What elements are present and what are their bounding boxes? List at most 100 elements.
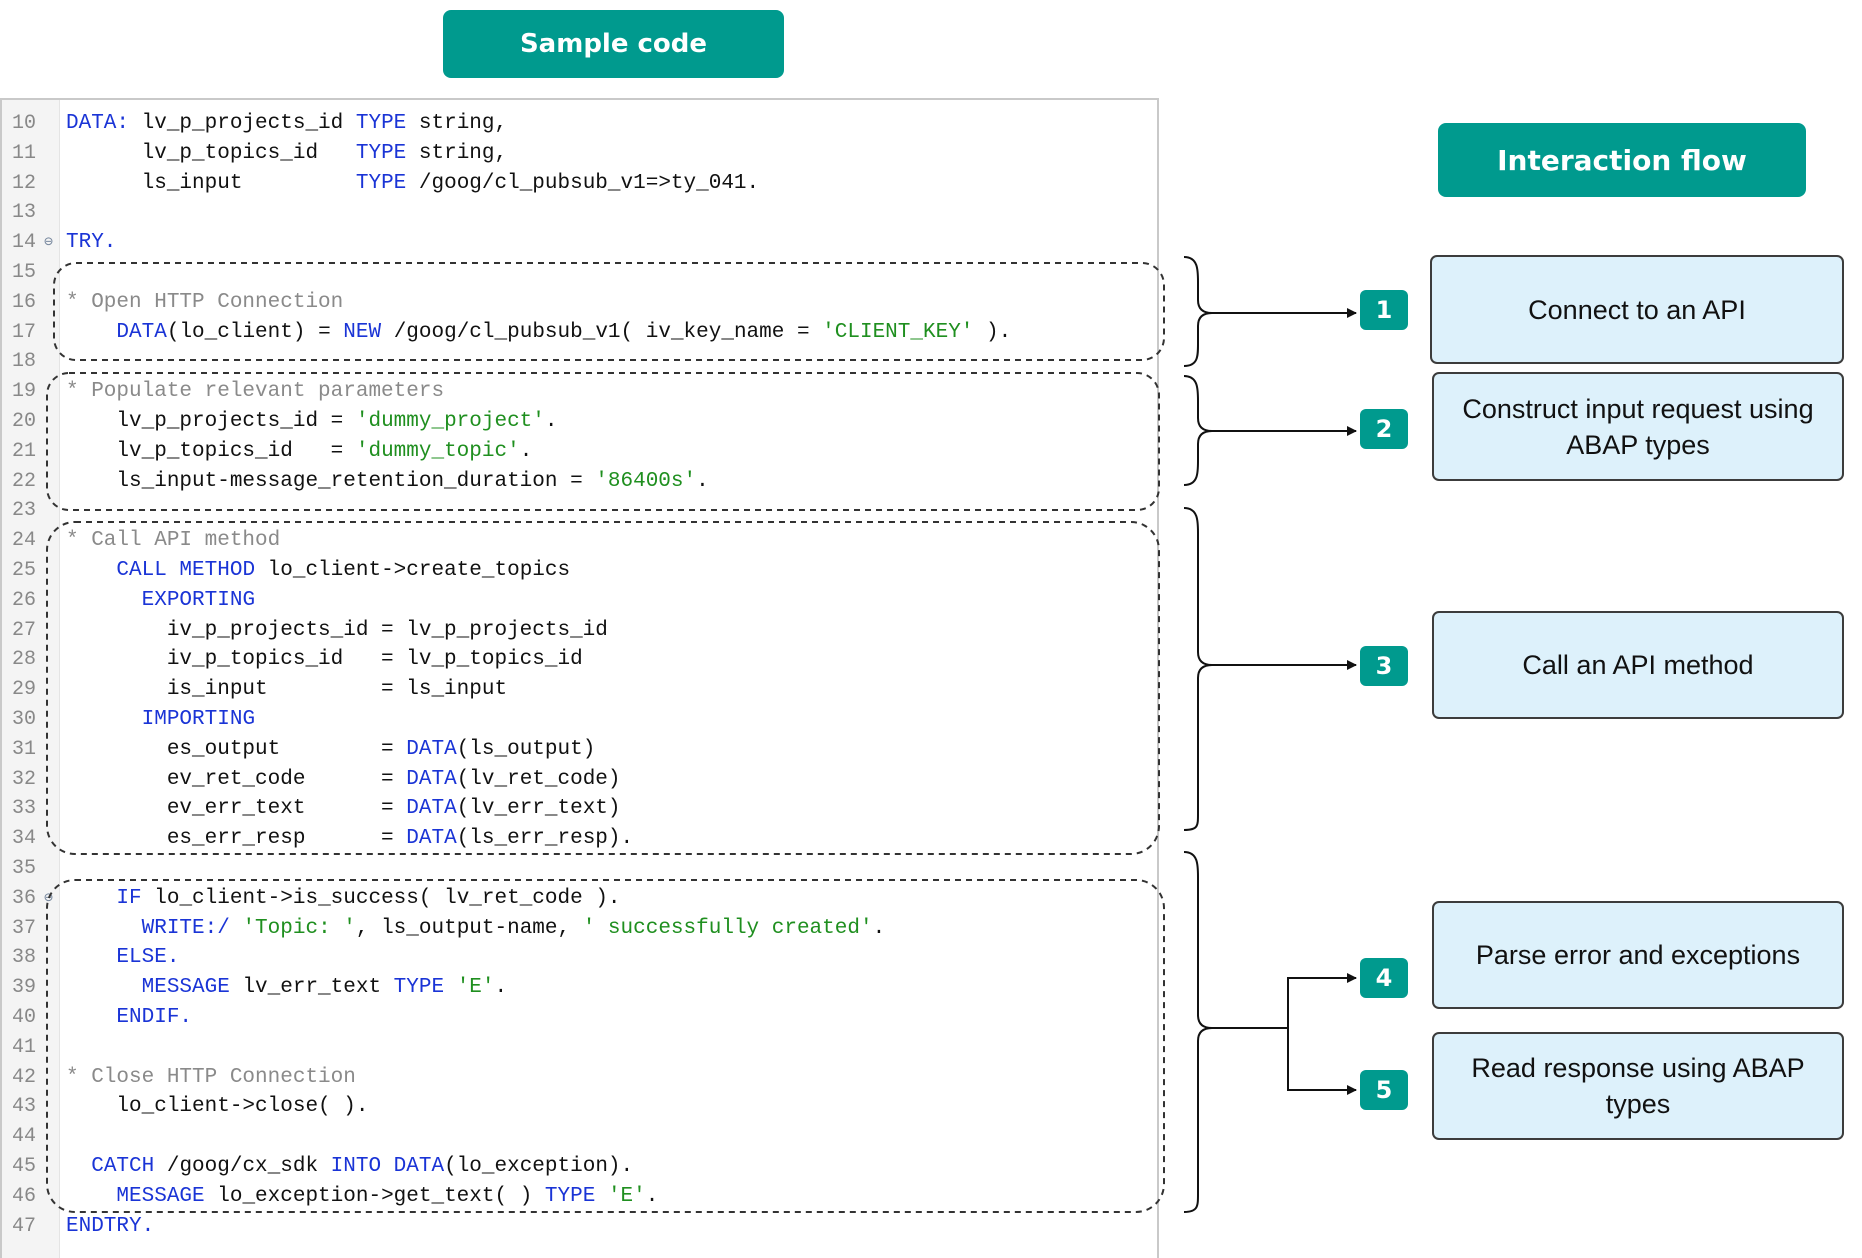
line-number: 10 — [12, 112, 37, 135]
code-text: * Close HTTP Connection — [66, 1063, 356, 1093]
line-number: 30 — [12, 708, 37, 731]
line-number: 35 — [12, 857, 37, 880]
brace-2 — [1183, 375, 1213, 486]
line-number: 27 — [12, 618, 37, 642]
code-token: 'dummy_project' — [355, 410, 545, 433]
line-number: 41 — [12, 1035, 37, 1059]
code-text: * Call API method — [66, 526, 280, 556]
brace-3 — [1183, 507, 1213, 831]
step-box-construct: Construct input request using ABAP types — [1432, 372, 1844, 481]
line-number: 18 — [12, 350, 37, 374]
fold-toggle-icon[interactable]: ⊖ — [44, 234, 54, 252]
line-number: 44 — [12, 1125, 37, 1149]
line-number: 39 — [12, 976, 37, 1000]
line-number: 37 — [12, 916, 37, 940]
line-number: 16 — [12, 290, 37, 314]
code-token: lo_client->is_success( lv_ret_code ). — [141, 886, 621, 910]
line-number: 32 — [12, 767, 37, 791]
code-token: . — [494, 976, 508, 1000]
code-text: IMPORTING — [66, 705, 255, 735]
code-token: ev_err_text = — [66, 797, 407, 821]
code-token: INTO DATA — [330, 1155, 445, 1178]
code-text: ev_err_text = DATA(lv_err_text) — [66, 794, 621, 824]
code-token: (ls_output) — [456, 737, 596, 761]
code-token: (lv_ret_code) — [456, 767, 621, 791]
code-text: ls_input-message_retention_duration = '8… — [66, 467, 708, 497]
code-text: ENDTRY. — [66, 1212, 154, 1242]
code-token: iv_p_topics_id = lv_p_topics_id — [66, 648, 583, 672]
code-token: ' successfully created' — [582, 916, 873, 940]
line-number: 43 — [12, 1095, 37, 1119]
code-token: (ls_err_resp). — [456, 827, 634, 851]
line-number: 20 — [12, 410, 37, 433]
code-section-2-outline — [46, 372, 1160, 511]
code-token: ev_ret_code = — [66, 767, 407, 791]
line-number: 19 — [12, 380, 37, 404]
code-token: DATA — [406, 737, 457, 761]
step-badge-5: 5 — [1360, 1070, 1408, 1110]
line-number: 22 — [12, 469, 37, 493]
code-token: ENDTRY. — [66, 1214, 155, 1238]
code-token: lv_p_topics_id — [66, 141, 356, 165]
brace-1 — [1183, 256, 1213, 367]
code-token: 'Topic: ' — [242, 916, 356, 940]
code-token: TRY. — [66, 231, 117, 255]
code-token: lv_p_topics_id = — [66, 439, 356, 463]
code-text: lv_p_topics_id = 'dummy_topic'. — [66, 437, 532, 467]
code-token: ENDIF. — [116, 1006, 193, 1029]
code-text: DATA: lv_p_projects_id TYPE string, — [66, 109, 507, 139]
code-text: EXPORTING — [66, 586, 255, 616]
code-token: iv_p_projects_id = lv_p_projects_id — [66, 618, 608, 642]
code-token: ELSE. — [116, 946, 180, 970]
arrow-split-connector — [1212, 973, 1357, 1029]
code-text: iv_p_topics_id = lv_p_topics_id — [66, 645, 583, 675]
code-token: . — [544, 410, 558, 433]
code-token: * Close HTTP Connection — [66, 1065, 356, 1089]
line-number: 17 — [12, 320, 37, 344]
line-number: 26 — [12, 588, 37, 612]
code-token: /goog/cx_sdk — [154, 1155, 331, 1178]
code-text: es_err_resp = DATA(ls_err_resp). — [66, 824, 633, 854]
step-badge-2: 2 — [1360, 409, 1408, 449]
code-token: EXPORTING — [141, 588, 256, 612]
code-token: '86400s' — [595, 469, 697, 493]
line-number: 40 — [12, 1006, 37, 1029]
code-text: MESSAGE lv_err_text TYPE 'E'. — [66, 973, 508, 1003]
code-text: CALL METHOD lo_client->create_topics — [66, 556, 570, 586]
code-token: . — [872, 916, 886, 940]
code-token: /goog/cl_pubsub_v1( iv_key_name = — [381, 320, 823, 344]
code-token: 'CLIENT_KEY' — [822, 320, 974, 344]
code-text: TRY. — [66, 228, 116, 258]
line-number: 29 — [12, 678, 37, 702]
code-token: . — [519, 439, 533, 463]
code-token: is_input = ls_input — [66, 678, 508, 702]
line-number: 14 — [12, 231, 37, 255]
code-text: iv_p_projects_id = lv_p_projects_id — [66, 616, 608, 646]
code-section-1-outline — [53, 262, 1165, 361]
code-token: IF — [116, 886, 142, 910]
code-section-4-outline — [46, 879, 1165, 1213]
arrow-to-step-5 — [1287, 1028, 1357, 1095]
code-token: IMPORTING — [141, 708, 256, 731]
line-number: 24 — [12, 529, 37, 553]
code-text: ls_input TYPE /goog/cl_pubsub_v1=>ty_041… — [66, 169, 760, 199]
code-token: (lv_err_text) — [456, 797, 621, 821]
code-token: * Call API method — [66, 529, 281, 553]
code-token: ls_input-message_retention_duration = — [66, 469, 596, 493]
code-text: ELSE. — [66, 943, 179, 973]
line-number: 21 — [12, 439, 37, 463]
line-number: 47 — [12, 1214, 37, 1238]
code-token: lo_client->create_topics — [255, 559, 571, 582]
code-text: WRITE:/ 'Topic: ', ls_output-name, ' suc… — [66, 914, 886, 944]
code-token: , ls_output-name, — [355, 916, 583, 940]
code-token: ). — [973, 320, 1012, 344]
code-text: lv_p_projects_id = 'dummy_project'. — [66, 407, 558, 437]
code-token: MESSAGE — [116, 1184, 205, 1208]
line-number: 15 — [12, 261, 37, 284]
code-token: * Open HTTP Connection — [66, 290, 344, 314]
line-number: 31 — [12, 737, 37, 761]
code-text: es_output = DATA(ls_output) — [66, 735, 596, 765]
code-text: CATCH /goog/cx_sdk INTO DATA(lo_exceptio… — [66, 1152, 633, 1182]
fold-toggle-icon[interactable]: ⊖ — [44, 889, 54, 907]
